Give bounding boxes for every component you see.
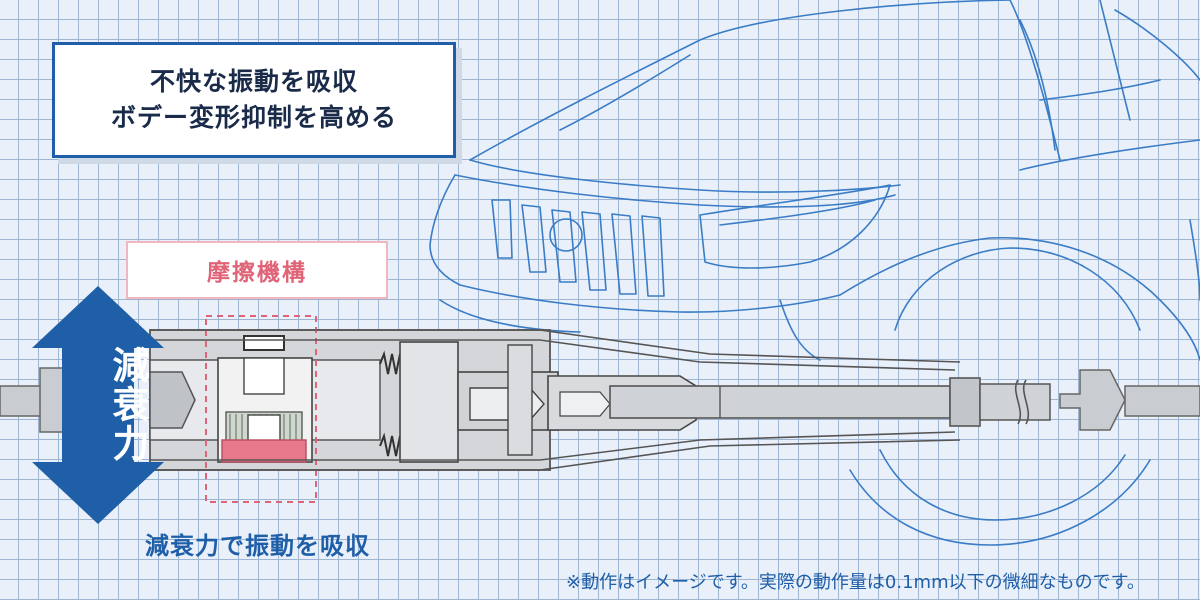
friction-mechanism-label: 摩擦機構 xyxy=(126,241,388,299)
damping-force-label: 減衰力 xyxy=(106,346,149,463)
right-rod xyxy=(1059,369,1200,431)
damping-double-arrow xyxy=(32,286,164,524)
footnote: ※動作はイメージです。実際の動作量は0.1mm以下の微細なものです。 xyxy=(566,572,1145,593)
friction-mechanism-highlight xyxy=(205,315,317,503)
headline-line-2: ボデー変形抑制を高める xyxy=(110,103,397,132)
headline-box: 不快な振動を吸収 ボデー変形抑制を高める xyxy=(52,42,456,158)
outer-sleeve xyxy=(150,329,961,471)
headline-line-1: 不快な振動を吸収 xyxy=(149,67,358,96)
main-shaft xyxy=(609,377,1051,427)
friction-block xyxy=(217,357,313,463)
break-symbol xyxy=(1014,379,1030,425)
damping-caption: 減衰力で振動を吸収 xyxy=(145,532,370,560)
